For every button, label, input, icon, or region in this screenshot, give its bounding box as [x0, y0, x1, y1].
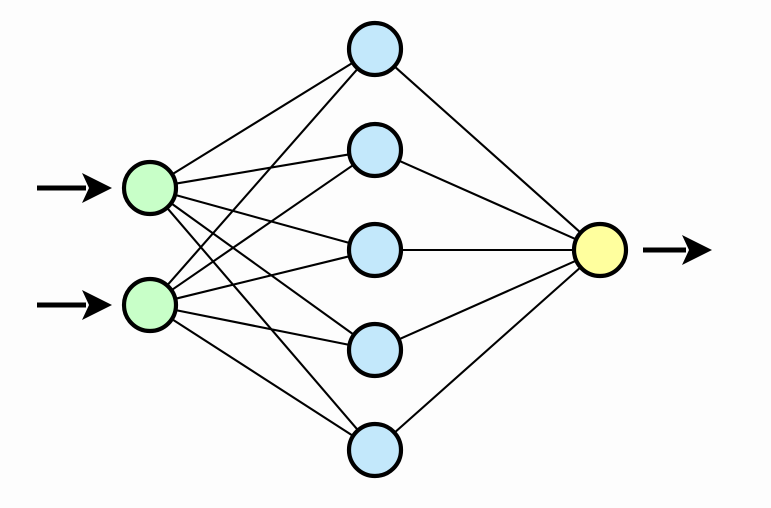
- edge-i1-h4: [169, 201, 356, 337]
- edge-h2-o1: [397, 159, 578, 241]
- input-arrow-1: [37, 173, 112, 203]
- output-arrow-1-head: [682, 235, 712, 265]
- hidden-node-2[interactable]: [346, 121, 404, 179]
- hidden-node-1[interactable]: [346, 20, 404, 78]
- output-node-1[interactable]: [571, 221, 629, 279]
- edges-group: [165, 61, 583, 438]
- hidden-node-3[interactable]: [346, 221, 404, 279]
- input-node-2[interactable]: [121, 276, 179, 334]
- edge-i2-h5: [170, 317, 355, 438]
- edge-h1-o1: [392, 64, 583, 235]
- edge-i2-h1: [165, 67, 360, 287]
- edge-i1-h3: [173, 193, 352, 245]
- edge-i2-h4: [174, 308, 351, 347]
- edge-i2-h2: [169, 163, 356, 292]
- input-node-1[interactable]: [121, 159, 179, 217]
- edge-h4-o1: [397, 259, 578, 341]
- hidden-node-5[interactable]: [346, 421, 404, 479]
- edge-i1-h2: [174, 153, 351, 185]
- hidden-node-4[interactable]: [346, 321, 404, 379]
- input-arrow-2-head: [82, 290, 112, 320]
- output-layer: [571, 221, 629, 279]
- edge-i1-h1: [170, 61, 355, 176]
- hidden-layer: [346, 20, 404, 479]
- nodes-group: [121, 20, 629, 479]
- edge-i2-h3: [174, 254, 351, 301]
- edge-i1-h5: [165, 206, 360, 432]
- output-arrow-1: [643, 235, 712, 265]
- input-arrow-1-head: [82, 173, 112, 203]
- io-arrows-group: [37, 173, 712, 320]
- edge-h5-o1: [392, 265, 583, 435]
- input-layer: [121, 159, 179, 334]
- input-arrow-2: [37, 290, 112, 320]
